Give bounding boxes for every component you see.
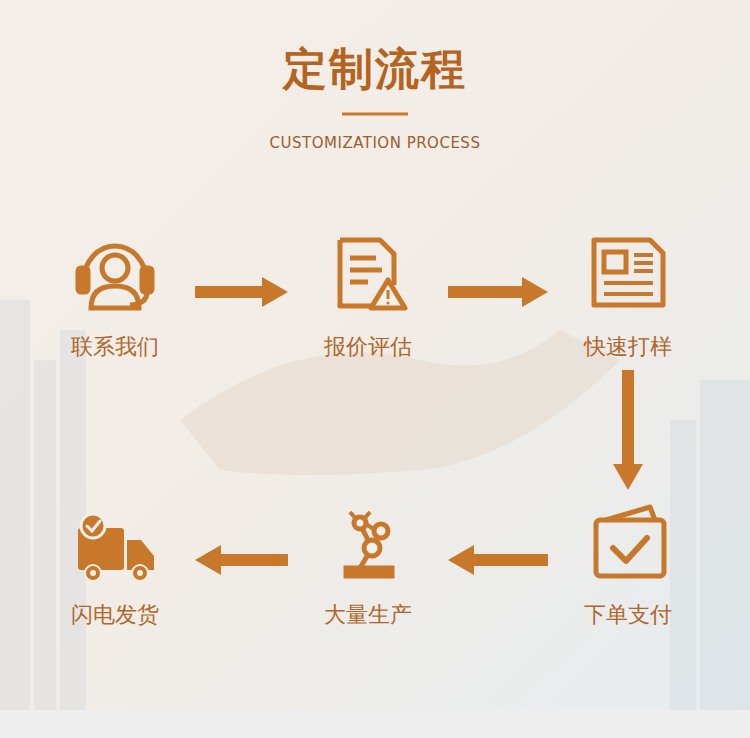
- robot-arm-icon: [346, 512, 392, 576]
- step-label: 下单支付: [584, 602, 672, 628]
- process-step: 报价评估: [298, 232, 438, 360]
- step-label: 闪电发货: [71, 602, 159, 628]
- subtitle: CUSTOMIZATION PROCESS: [0, 134, 750, 152]
- process-step: 闪电发货: [45, 500, 185, 628]
- title-underline: [342, 113, 408, 116]
- flow-arrow: [622, 370, 634, 464]
- flow-arrow: [448, 286, 522, 298]
- step-label: 报价评估: [324, 334, 412, 360]
- process-step: 联系我们: [45, 232, 185, 360]
- step-label: 大量生产: [324, 602, 412, 628]
- flow-arrow: [195, 286, 262, 298]
- step-label: 快速打样: [584, 334, 672, 360]
- flow-arrow: [221, 554, 288, 566]
- step-label: 联系我们: [71, 334, 159, 360]
- footer-bar: [0, 710, 750, 738]
- flow-arrow: [474, 554, 548, 566]
- document-icon: [340, 240, 405, 308]
- process-step: 大量生产: [298, 500, 438, 628]
- truck-icon: [78, 514, 154, 581]
- headset-icon: [78, 246, 152, 308]
- newspaper-icon: [594, 240, 663, 305]
- page-title: 定制流程: [0, 40, 750, 99]
- process-step: 快速打样: [558, 232, 698, 360]
- process-step: 下单支付: [558, 500, 698, 628]
- payment-icon: [596, 507, 664, 576]
- handshake-shadow: [180, 330, 620, 475]
- city-silhouette: [0, 300, 750, 710]
